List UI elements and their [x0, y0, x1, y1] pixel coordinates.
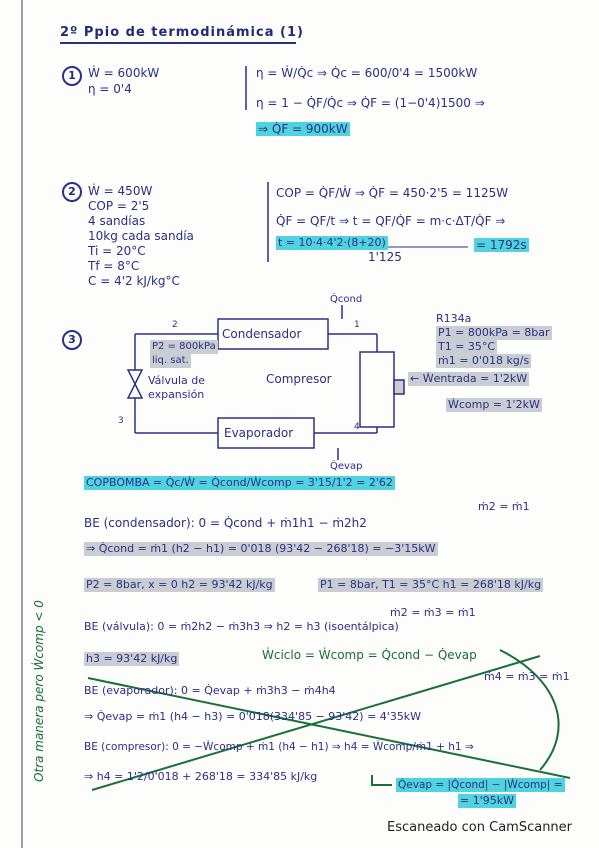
qevap-label: Q̇evap	[330, 461, 363, 472]
alt-qevap-line1: Q̇evap = |Q̇cond| − |Ẇcomp| =	[396, 778, 565, 792]
state-2-label: 2	[172, 320, 178, 330]
be-compressor: BE (compresor): 0 = −Ẇcomp + ṁ1 (h4 − h1…	[84, 741, 474, 753]
p3-right-4: ← Ẇentrada = 1'2kW	[408, 372, 530, 386]
p1-line1: η = Ẇ/Q̇c ⇒ Q̇c = 600/0'4 = 1500kW	[256, 66, 478, 80]
be-evaporator-mass: ṁ4 = ṁ3 = ṁ1	[484, 670, 570, 683]
cop-equation: COPBOMBA = Q̇c/Ẇ = Q̇cond/Ẇcomp = 3'15/1…	[84, 476, 395, 490]
be-valve-mass: ṁ2 = ṁ3 = ṁ1	[390, 606, 476, 619]
p2-time-denominator: 1'125	[368, 250, 402, 264]
p2-given-1: COP = 2'5	[88, 199, 150, 213]
be-valve: BE (válvula): 0 = ṁ2h2 − ṁ3h3 ⇒ h2 = h3 …	[84, 620, 399, 633]
compressor-box	[359, 351, 395, 428]
p1-given-w: Ẇ = 600kW	[88, 66, 160, 80]
p2-given-3: 10kg cada sandía	[88, 229, 194, 243]
evaporator-label: Evaporador	[224, 426, 294, 440]
side-note: Otra manera pero Ẇcomp < 0	[32, 600, 46, 782]
state-3-label: 3	[118, 416, 124, 426]
be-evaporator: BE (evaporador): 0 = Q̇evap + ṁ3h3 − ṁ4h…	[84, 684, 336, 697]
alt-qevap-line2: = 1'95kW	[458, 794, 516, 808]
p1-given-eta: η = 0'4	[88, 82, 132, 96]
cycle-diagram	[126, 305, 405, 460]
p1-line2: η = 1 − Q̇F/Q̇c ⇒ Q̇F = (1−0'4)1500 ⇒	[256, 96, 485, 110]
sat-liquid-label: liq. sat.	[150, 354, 191, 368]
state-1-label: 1	[354, 320, 360, 330]
valve-label: Válvula de expansión	[148, 374, 205, 401]
cycle-work: Ẇciclo = Ẇcomp = Q̇cond − Q̇evap	[262, 648, 477, 662]
scanner-watermark: Escaneado con CamScanner	[387, 820, 573, 835]
problem-1-number: 1	[62, 66, 82, 86]
h4-calc: ⇒ h4 = 1'2/0'018 + 268'18 = 334'85 kJ/kg	[84, 770, 318, 783]
p2-given-0: Ẇ = 450W	[88, 184, 153, 198]
be-condenser: BE (condensador): 0 = Q̇cond + ṁ1h1 − ṁ2…	[84, 516, 367, 530]
p2-line2: Q̇F = QF/t ⇒ t = QF/Q̇F = m·c·ΔT/Q̇F ⇒	[276, 214, 506, 228]
state-1-props: P1 = 8bar, T1 = 35°C h1 = 268'18 kJ/kg	[318, 578, 544, 592]
p2-given-2: 4 sandías	[88, 214, 146, 228]
cross-out	[87, 649, 571, 791]
p3-right-5: Ẇcomp = 1'2kW	[446, 398, 542, 412]
h3-value: h3 = 93'42 kJ/kg	[84, 652, 180, 666]
condenser-label: Condensador	[222, 327, 302, 341]
problem-2-number: 2	[62, 182, 82, 202]
p1-result: ⇒ Q̇F = 900kW	[256, 122, 350, 136]
valve-symbol	[126, 369, 144, 399]
p3-right-3: ṁ1 = 0'018 kg/s	[436, 354, 532, 368]
state-2-props: P2 = 8bar, x = 0 h2 = 93'42 kJ/kg	[84, 578, 275, 592]
p3-right-1: P1 = 800kPa = 8bar	[436, 326, 552, 340]
p2-time-result: = 1792s	[474, 238, 529, 252]
p2-pressure-label: P2 = 800kPa	[150, 340, 218, 354]
qcond-calc: ⇒ Q̇cond = ṁ1 (h2 − h1) = 0'018 (93'42 −…	[84, 542, 438, 556]
page-title: 2º Ppio de termodinámica (1)	[60, 25, 304, 40]
shaft-symbol	[393, 379, 405, 395]
p2-time-numerator: t = 10·4·4'2·(8+20)	[276, 236, 388, 250]
problem-3-number: 3	[62, 330, 82, 350]
state-4-label: 4	[354, 422, 360, 432]
p2-given-6: C = 4'2 kJ/kg°C	[88, 274, 180, 288]
qevap-calc: ⇒ Q̇evap = ṁ1 (h4 − h3) = 0'018(334'85 −…	[84, 710, 422, 723]
qcond-label: Q̇cond	[330, 294, 363, 305]
p3-right-2: T1 = 35°C	[436, 340, 498, 354]
compressor-label: Compresor	[266, 372, 332, 386]
p3-right-0: R134a	[436, 312, 472, 325]
p2-given-4: Ti = 20°C	[88, 244, 146, 258]
p2-given-5: Tf = 8°C	[88, 259, 140, 273]
be-condenser-mass: ṁ2 = ṁ1	[478, 500, 530, 513]
p2-line1: COP = Q̇F/Ẇ ⇒ Q̇F = 450·2'5 = 1125W	[276, 186, 509, 200]
